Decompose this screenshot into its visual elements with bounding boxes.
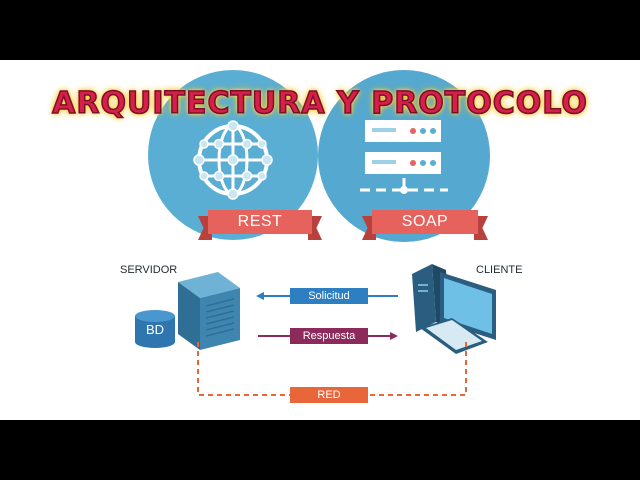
client-label: CLIENTE (476, 264, 523, 276)
database-icon (135, 310, 175, 348)
rest-label: REST (208, 210, 312, 234)
server-tower-icon (178, 272, 240, 350)
request-label: Solicitud (290, 288, 368, 304)
soap-label: SOAP (372, 210, 478, 234)
page-title: ARQUITECTURA Y PROTOCOLO (51, 85, 588, 122)
server-label: SERVIDOR (120, 264, 178, 276)
network-label: RED (290, 387, 368, 403)
rest-ribbon: REST (198, 210, 322, 240)
server-rack-icon (360, 120, 448, 194)
diagram-canvas: REST SOAP ARQUITECTURA Y PROTOCOLO SERVI… (0, 60, 640, 420)
response-label: Respuesta (290, 328, 368, 344)
globe-icon (193, 120, 273, 200)
diagram-graphics (135, 120, 496, 396)
database-label: BD (145, 322, 165, 337)
client-computer-icon (412, 264, 496, 354)
soap-ribbon: SOAP (362, 210, 488, 240)
